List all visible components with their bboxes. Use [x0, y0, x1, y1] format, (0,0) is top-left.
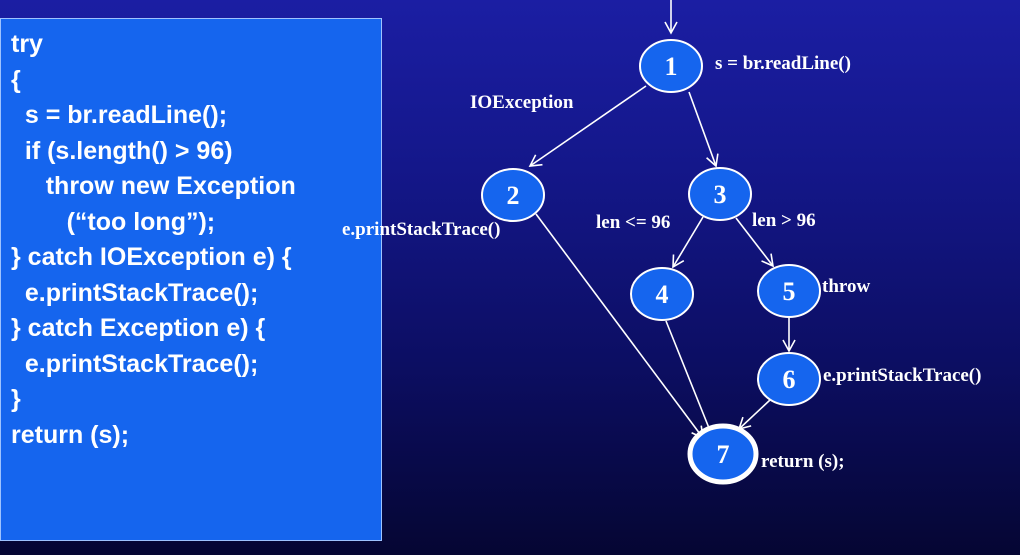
node-5: 5	[757, 264, 821, 318]
node-7-annotation: return (s);	[761, 451, 845, 472]
edge-3-4-label: len <= 96	[596, 212, 670, 233]
node-1-label: 1	[665, 52, 678, 81]
code-line: }	[11, 385, 21, 413]
code-line: s = br.readLine();	[11, 101, 228, 129]
node-3-label: 3	[714, 180, 727, 209]
node-7: 7	[687, 423, 759, 485]
node-2-annotation: e.printStackTrace()	[342, 219, 500, 240]
node-7-label: 7	[717, 440, 730, 469]
code-line: try	[11, 30, 43, 58]
code-line: return (s);	[11, 421, 130, 449]
code-line: e.printStackTrace();	[11, 279, 259, 307]
code-line: throw new Exception	[11, 172, 296, 200]
node-5-annotation: throw	[822, 276, 870, 297]
node-2: 2	[481, 168, 545, 222]
node-4: 4	[630, 267, 694, 321]
node-1-annotation: s = br.readLine()	[715, 53, 851, 74]
edge-2-7	[535, 213, 704, 440]
edge-1-2	[528, 85, 647, 167]
code-line: (“too long”);	[11, 208, 216, 236]
node-6-annotation: e.printStackTrace()	[823, 365, 981, 386]
code-line: } catch Exception e) {	[11, 314, 266, 342]
code-line: if (s.length() > 96)	[11, 137, 233, 165]
node-3: 3	[688, 167, 752, 221]
code-panel: try { s = br.readLine(); if (s.length() …	[0, 18, 382, 541]
edge-1-3	[688, 91, 719, 168]
edge-3-5	[735, 217, 775, 268]
edge-4-7	[665, 320, 716, 440]
node-6: 6	[757, 352, 821, 406]
edge-3-4	[672, 216, 704, 269]
code-line: } catch IOException e) {	[11, 243, 292, 271]
edge-3-5-label: len > 96	[752, 210, 816, 231]
node-4-label: 4	[656, 280, 669, 309]
code-line: {	[11, 66, 21, 94]
node-6-label: 6	[783, 365, 796, 394]
edge-1-2-label: IOException	[470, 92, 574, 113]
node-5-label: 5	[783, 277, 796, 306]
edge-6-7	[737, 399, 771, 431]
node-2-label: 2	[507, 181, 520, 210]
node-1: 1	[639, 39, 703, 93]
code-line: e.printStackTrace();	[11, 350, 259, 378]
